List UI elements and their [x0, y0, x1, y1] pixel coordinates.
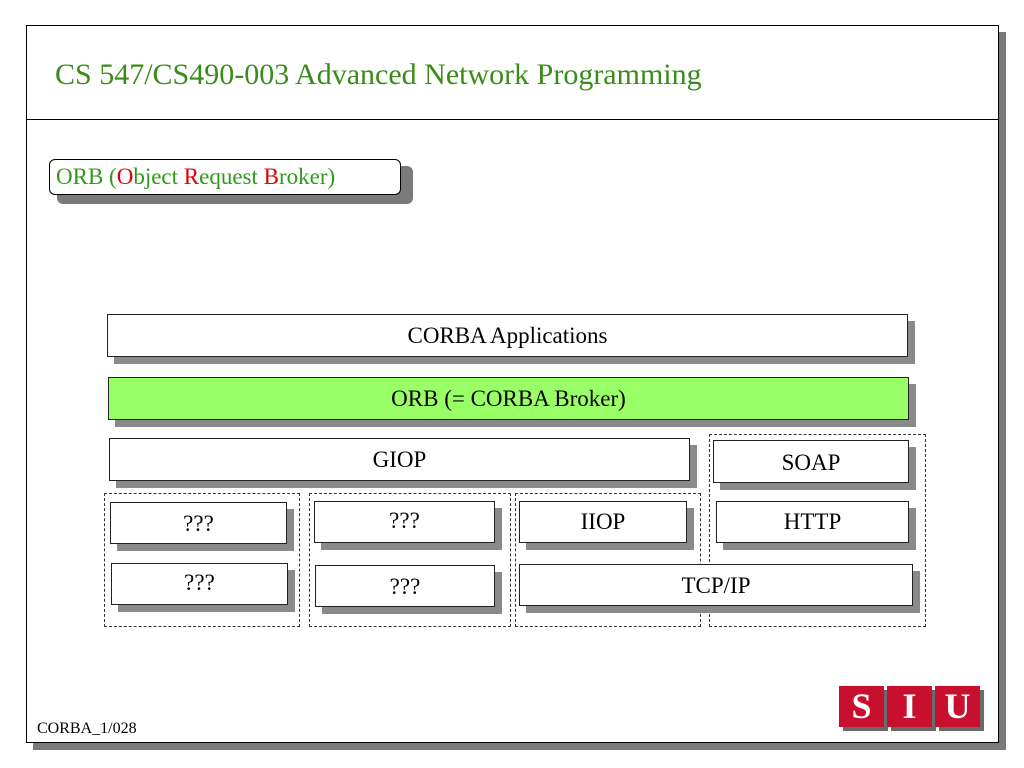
slide-footer: CORBA_1/028 [37, 720, 137, 737]
layer-column-2-bottom: ??? [315, 565, 495, 607]
group-column-2 [309, 493, 511, 627]
topic-badge: ORB (Object Request Broker) [49, 159, 401, 195]
topic-r-letter: R [183, 164, 200, 189]
group-column-1 [104, 493, 300, 627]
layer-orb: ORB (= CORBA Broker) [108, 377, 909, 420]
slide: CS 547/CS490-003 Advanced Network Progra… [26, 25, 999, 743]
group-soap-column [709, 434, 926, 627]
layer-column-1-top: ??? [110, 502, 287, 544]
topic-prefix: ORB ( [56, 164, 117, 189]
layer-soap: SOAP [713, 440, 909, 483]
layer-tcp-ip: TCP/IP [519, 564, 913, 606]
layer-giop: GIOP [109, 438, 690, 481]
layer-corba-applications: CORBA Applications [107, 314, 908, 357]
topic-o-letter: O [116, 164, 134, 189]
topic-b-letter: B [263, 164, 279, 189]
logo-letter-u: U [935, 686, 980, 727]
title-divider [27, 119, 998, 120]
group-iiop-column [515, 493, 701, 627]
logo-letter-i: I [887, 686, 932, 727]
layer-column-1-bottom: ??? [111, 563, 288, 605]
topic-o-rest: bject [133, 164, 184, 189]
topic-b-rest: roker) [278, 164, 336, 189]
layer-iiop: IIOP [519, 501, 687, 543]
siu-logo: S I U [839, 686, 980, 727]
slide-title: CS 547/CS490-003 Advanced Network Progra… [55, 58, 702, 91]
layer-column-2-top: ??? [314, 501, 495, 543]
layer-http: HTTP [716, 501, 909, 543]
topic-r-rest: equest [199, 164, 264, 189]
logo-letter-s: S [839, 686, 884, 727]
